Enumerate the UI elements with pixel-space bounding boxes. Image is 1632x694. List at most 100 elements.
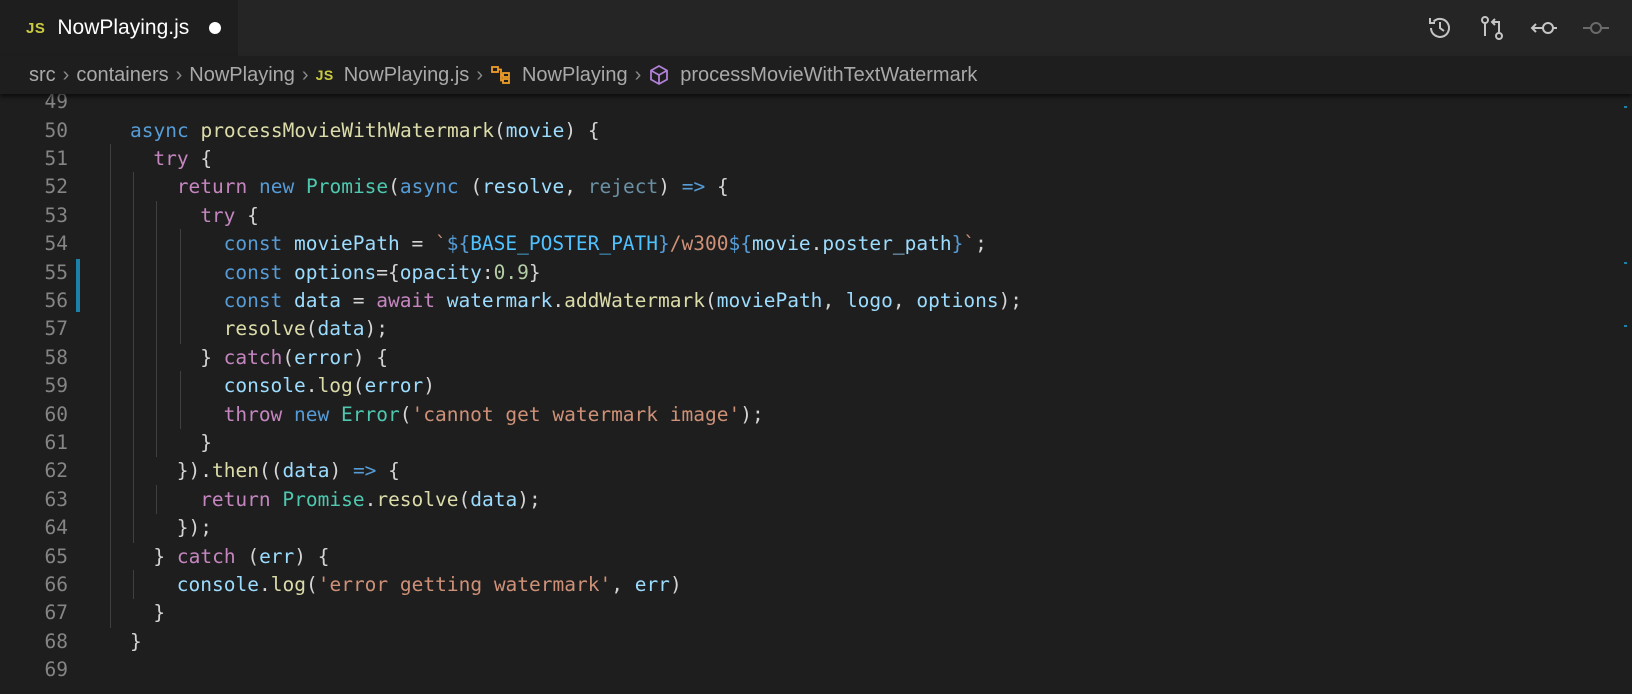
code-line[interactable]: 62}).then((data) => {: [0, 456, 1600, 486]
breadcrumb-class-label: NowPlaying: [521, 63, 628, 86]
history-icon[interactable]: [1424, 12, 1456, 44]
code-line[interactable]: 67}: [0, 598, 1600, 628]
code-text: });: [177, 516, 212, 539]
line-number: 61: [44, 431, 68, 455]
indent-guide: [110, 399, 111, 429]
indent-guide: [133, 314, 134, 344]
code-line[interactable]: 64});: [0, 513, 1600, 543]
chevron-right-icon: ›: [62, 63, 70, 86]
code-token: data: [294, 289, 342, 313]
code-token: Promise: [282, 487, 365, 511]
indent-guide: [156, 371, 157, 401]
indent-guide: [133, 427, 134, 458]
unsaved-changes-dot-icon[interactable]: [209, 22, 222, 34]
code-token: catch: [176, 544, 236, 568]
breadcrumb-item-nowplaying-folder[interactable]: NowPlaying: [189, 63, 295, 86]
code-line[interactable]: 65} catch (err) {: [0, 541, 1600, 571]
code-line[interactable]: 51 try {: [0, 143, 1600, 174]
modified-lines-marker[interactable]: [76, 259, 80, 313]
code-token: }: [528, 260, 541, 284]
line-number: 50: [44, 118, 68, 142]
code-line[interactable]: 69: [0, 655, 1600, 685]
line-number: 51: [44, 147, 68, 171]
breadcrumb-item-class[interactable]: NowPlaying: [490, 64, 628, 87]
code-token: }: [153, 601, 166, 625]
indent-guide: [180, 229, 181, 259]
breadcrumb-item-src[interactable]: src: [29, 63, 56, 86]
line-number: 67: [44, 601, 68, 625]
code-text: try {: [200, 204, 259, 227]
code-token: [329, 403, 341, 426]
code-token: poster_path: [822, 232, 952, 256]
code-token: );: [998, 289, 1023, 313]
go-back-icon[interactable]: [1528, 12, 1560, 44]
indent-guide: [156, 285, 157, 316]
code-line[interactable]: 68}: [0, 627, 1600, 657]
code-token: const: [223, 289, 283, 313]
code-token: [294, 175, 306, 198]
indent-guide: [180, 314, 181, 344]
line-number: 63: [44, 487, 68, 511]
indent-guide: [133, 513, 134, 543]
line-number: 66: [44, 573, 68, 597]
code-token: {: [705, 175, 729, 199]
line-number: 62: [44, 459, 68, 483]
breadcrumb-item-file[interactable]: JS NowPlaying.js: [316, 64, 470, 87]
code-line[interactable]: 61}: [0, 427, 1600, 458]
chevron-right-icon: ›: [476, 63, 483, 86]
code-token: (: [705, 289, 717, 313]
line-number: 56: [44, 289, 68, 313]
indent-guide: [133, 342, 134, 373]
code-token: }: [951, 232, 964, 256]
code-token: logo: [845, 289, 893, 313]
code-line[interactable]: 58} catch(error) {: [0, 342, 1600, 373]
indent-guide: [180, 399, 181, 429]
code-token: ;: [975, 232, 987, 256]
line-number: 52: [44, 175, 68, 199]
code-token: (: [458, 175, 483, 199]
breadcrumb-item-containers[interactable]: containers: [76, 63, 169, 86]
code-token: }: [200, 345, 224, 369]
code-token: ): [329, 459, 353, 483]
compare-changes-icon[interactable]: [1476, 12, 1508, 44]
code-token: watermark: [446, 289, 553, 313]
code-token: then: [212, 459, 259, 483]
code-token: (: [305, 317, 318, 341]
tab-nowplaying-js[interactable]: JS NowPlaying.js: [0, 0, 238, 56]
indent-guide: [110, 342, 111, 373]
line-number: 55: [44, 260, 68, 284]
chevron-right-icon: ›: [634, 63, 642, 86]
git-commit-icon[interactable]: [1580, 12, 1612, 44]
code-token: options: [294, 260, 377, 284]
indent-guide: [156, 399, 157, 429]
code-token: ): [669, 573, 682, 597]
code-token: resolve: [223, 317, 306, 341]
code-token: .: [364, 487, 377, 511]
code-token: async: [399, 175, 459, 199]
code-text: try {: [153, 147, 212, 170]
code-token: (: [305, 573, 318, 597]
code-line[interactable]: 49: [0, 94, 1600, 117]
breadcrumb-item-method[interactable]: processMovieWithTextWatermark: [648, 64, 977, 87]
code-text: } catch (err) {: [153, 545, 329, 568]
code-token: data: [282, 459, 330, 483]
symbol-method-icon: [650, 64, 669, 86]
indent-guide: [133, 200, 134, 231]
code-token: await: [376, 289, 435, 313]
code-token: reject: [587, 175, 659, 199]
indent-guide: [133, 569, 134, 600]
code-token: );: [740, 402, 764, 426]
line-number: 69: [44, 658, 68, 682]
